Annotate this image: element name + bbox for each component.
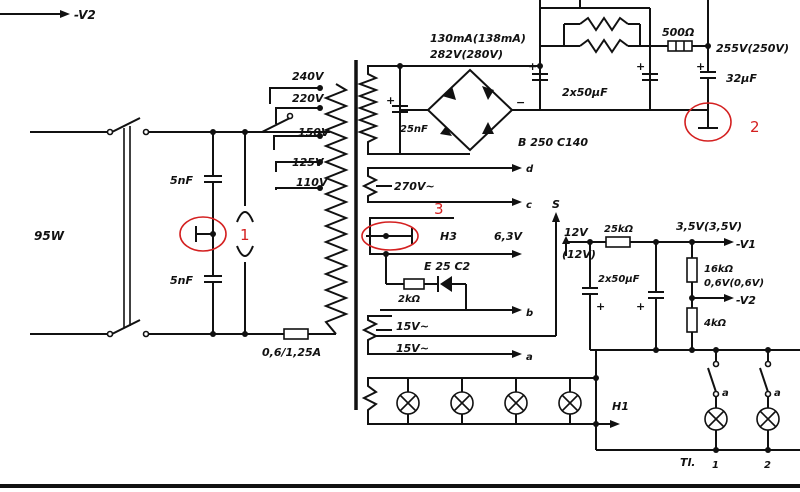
lamp-1	[396, 378, 420, 424]
lamp-bank: H1	[361, 350, 800, 451]
out-b-label: b	[526, 308, 533, 319]
tl2-label: 2	[764, 460, 771, 471]
lamp-4	[558, 378, 582, 424]
switched-lamp-1: a 1	[704, 347, 729, 471]
w270-label: 270V~	[394, 180, 435, 193]
tl1-label: 1	[712, 460, 719, 471]
cap-bottom-label: 5nF	[170, 274, 193, 287]
cap-32-label: 32µF	[726, 72, 757, 85]
v35-label: 3,5V(3,5V)	[676, 220, 742, 233]
switch-a2-label: a	[774, 388, 781, 399]
out-v1-label: -V1	[736, 238, 756, 251]
w15a-label: 15V~	[396, 320, 429, 333]
tap-110-label: 110V	[296, 176, 329, 189]
hv-section: + 25nF − 130mA(138mA) 282V(280V) B 250 C…	[357, 0, 789, 155]
marker-2-label: 2	[750, 118, 760, 136]
secondaries: d 270V~ c H3 6,3V E 25 C2 2kΩ b 1	[361, 164, 560, 363]
voltage-selector: 240V 220V 150V 125V 110V 0,6/1,25A	[261, 70, 336, 359]
out-255-label: 255V(250V)	[716, 42, 789, 55]
w15b-label: 15V~	[396, 342, 429, 355]
cap-top-label: 5nF	[170, 174, 193, 187]
out-c-label: c	[526, 200, 532, 211]
svg-text:+: +	[636, 300, 645, 313]
mains-input: 95W	[30, 117, 330, 338]
switch-a1-label: a	[722, 388, 729, 399]
tap-240-label: 240V	[292, 70, 325, 83]
marker-1-label: 1	[240, 226, 250, 244]
rectifier-current-label: 130mA(138mA)	[430, 32, 526, 45]
tl-label: Tl.	[680, 456, 695, 469]
res-25k-label: 25kΩ	[604, 224, 634, 235]
res-16k-label: 16kΩ	[704, 264, 734, 275]
switched-lamp-2: a 2	[756, 347, 781, 471]
marker-2: 2	[684, 102, 760, 142]
top-v2-output: -V2	[0, 8, 96, 22]
svg-text:−: −	[516, 96, 525, 109]
resistor-500-label: 500Ω	[662, 26, 694, 39]
rectifier-label: B 250 C140	[518, 136, 588, 149]
lamp-3	[504, 378, 528, 424]
power-rating-label: 95W	[34, 229, 65, 243]
svg-text:+: +	[528, 60, 537, 73]
heater-v-label: 6,3V	[494, 230, 523, 243]
input-filter: 5nF 5nF	[170, 129, 254, 337]
lamp-group-label: H1	[612, 400, 629, 413]
marker-3: 3	[361, 200, 444, 251]
filter-caps-label: 2x50µF	[562, 86, 608, 99]
v12-label: 12V	[564, 226, 589, 239]
rectifier-voltage-label: 282V(280V)	[430, 48, 503, 61]
fuse-label: 0,6/1,25A	[262, 346, 321, 359]
svg-text:+: +	[636, 60, 645, 73]
low-voltage-section: 12V (12V) + 25kΩ + 2x50µF -V1 3,5V(3,5V)…	[562, 220, 800, 353]
snubber-cap-label: 25nF	[400, 124, 428, 135]
res-2k-label: 2kΩ	[398, 294, 421, 305]
tap-150-label: 150V	[298, 126, 331, 139]
switched-lamps: a 1 a 2 Tl.	[680, 347, 781, 471]
svg-text:+: +	[596, 300, 605, 313]
svg-text:+: +	[696, 60, 705, 73]
out-d-label: d	[526, 164, 534, 175]
svg-text:+: +	[386, 94, 395, 107]
caps-low-label: 2x50µF	[598, 274, 640, 285]
transformer	[323, 60, 358, 410]
tap-125-label: 125V	[292, 156, 325, 169]
diode-label: E 25 C2	[424, 260, 471, 273]
tap-220-label: 220V	[292, 92, 325, 105]
v12b-label: (12V)	[562, 248, 596, 261]
out-v2-label: -V2	[736, 294, 756, 307]
res-4k-label: 4kΩ	[703, 318, 727, 329]
heater-label: H3	[440, 230, 457, 243]
lamp-2	[450, 378, 474, 424]
out-a-label: a	[526, 352, 533, 363]
marker-1: 1	[179, 216, 250, 252]
marker-3-label: 3	[434, 200, 444, 218]
out-s-label: S	[552, 198, 560, 211]
top-v2-label: -V2	[74, 8, 96, 22]
v06-label: 0,6V(0,6V)	[704, 278, 764, 289]
